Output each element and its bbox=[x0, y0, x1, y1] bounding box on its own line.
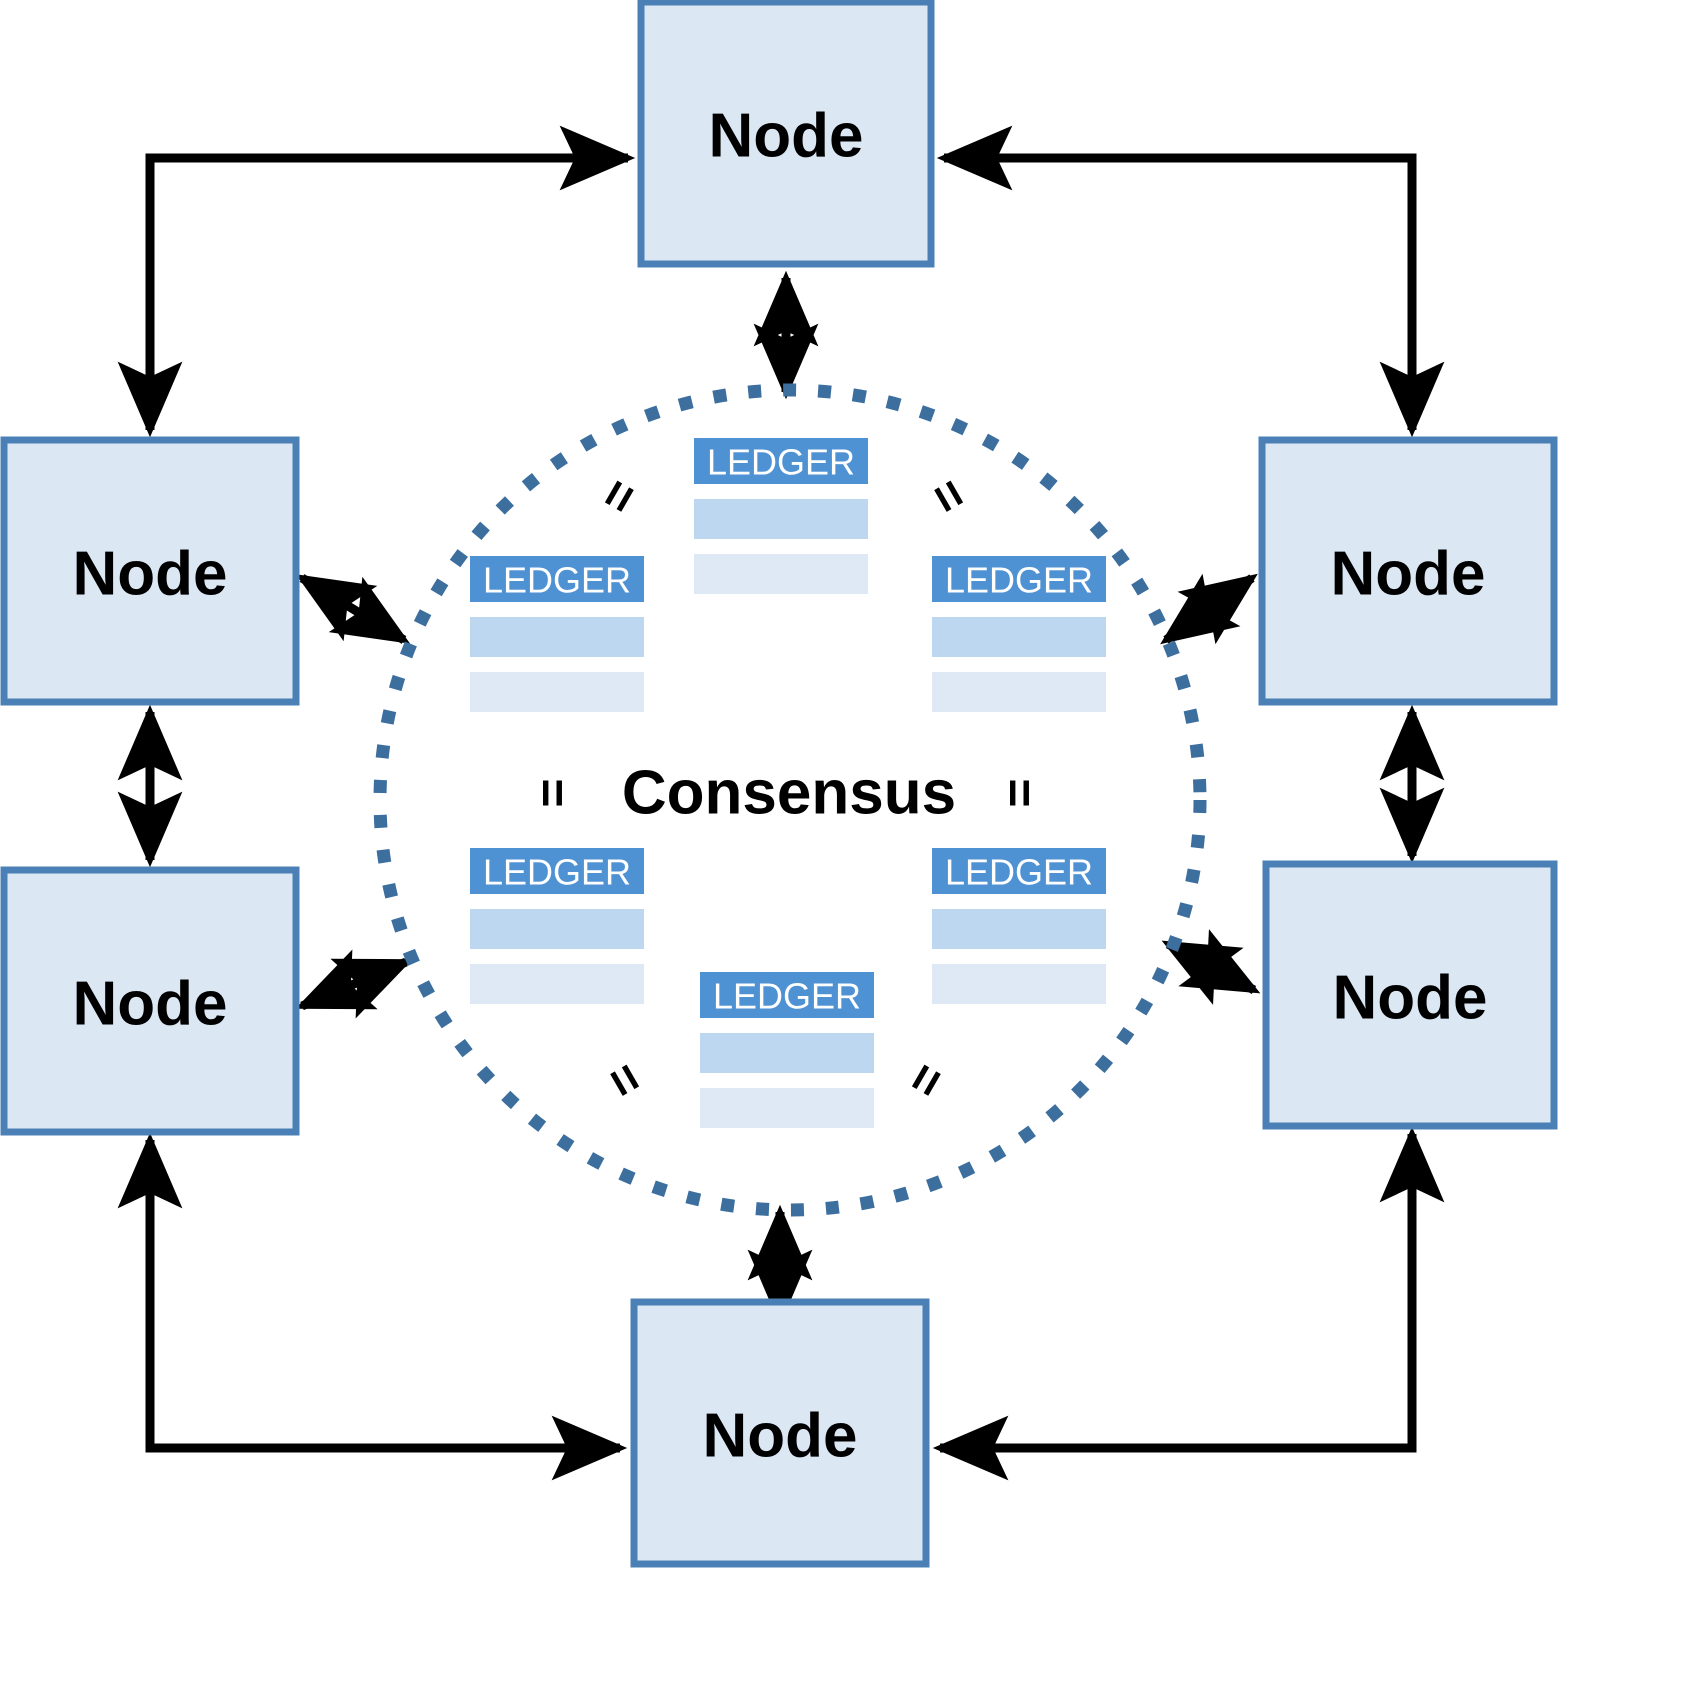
node-right-lower-label: Node bbox=[1333, 964, 1488, 1033]
conn-rightlower-to-bottom bbox=[932, 1126, 1445, 1481]
node-boxes: Node Node Node Node Node Node bbox=[0, 0, 1558, 1568]
conn-leftlower-to-bottom bbox=[117, 1132, 628, 1481]
conn-rightupper-to-top bbox=[936, 125, 1445, 438]
consensus-label: Consensus bbox=[622, 759, 956, 828]
ledger-row bbox=[470, 964, 644, 1004]
ledger-lower-left[interactable]: LEDGER bbox=[470, 848, 644, 1004]
ledger-row bbox=[700, 1033, 874, 1073]
ledger-row bbox=[694, 499, 868, 539]
equals-mid-right-icon: = bbox=[992, 778, 1048, 807]
equals-mid-left-icon: = bbox=[525, 778, 581, 807]
ledger-upper-right-label: LEDGER bbox=[945, 560, 1093, 601]
ledger-lower-right-label: LEDGER bbox=[945, 852, 1093, 893]
node-right-upper-label: Node bbox=[1331, 540, 1486, 609]
node-left-lower[interactable]: Node bbox=[0, 866, 300, 1136]
ledger-bottom-label: LEDGER bbox=[713, 976, 861, 1017]
ledger-row bbox=[470, 672, 644, 712]
node-left-upper[interactable]: Node bbox=[0, 436, 300, 706]
node-top-label: Node bbox=[709, 102, 864, 171]
consensus-connectors bbox=[295, 270, 1261, 1326]
ledger-row bbox=[932, 964, 1106, 1004]
node-bottom-label: Node bbox=[703, 1402, 858, 1471]
conn-consensus-left-upper bbox=[295, 574, 411, 644]
equals-bottom-right-icon: = bbox=[894, 1053, 957, 1106]
node-right-upper[interactable]: Node bbox=[1258, 436, 1558, 706]
ledger-row bbox=[932, 672, 1106, 712]
conn-consensus-right-upper bbox=[1160, 573, 1258, 645]
node-top[interactable]: Node bbox=[637, 0, 935, 268]
ledger-row bbox=[932, 617, 1106, 657]
ledger-lower-right[interactable]: LEDGER bbox=[932, 848, 1106, 1004]
conn-consensus-left-lower bbox=[295, 949, 413, 1019]
conn-leftupper-to-top bbox=[117, 125, 636, 438]
conn-consensus-right-lower bbox=[1161, 929, 1261, 1005]
ledger-row bbox=[694, 554, 868, 594]
ledger-row bbox=[700, 1088, 874, 1128]
consensus-circle bbox=[373, 383, 1207, 1217]
node-left-lower-label: Node bbox=[73, 970, 228, 1039]
ledger-bottom[interactable]: LEDGER bbox=[700, 972, 874, 1128]
ledger-upper-right[interactable]: LEDGER bbox=[932, 556, 1106, 712]
ledger-stacks: LEDGER LEDGER LEDGER LEDGER bbox=[470, 438, 1106, 1128]
node-right-lower[interactable]: Node bbox=[1262, 860, 1558, 1130]
equals-bottom-left-icon: = bbox=[593, 1053, 656, 1106]
equals-top-left-icon: = bbox=[587, 469, 650, 522]
ledger-upper-left[interactable]: LEDGER bbox=[470, 556, 644, 712]
ledger-row bbox=[470, 909, 644, 949]
ledger-upper-left-label: LEDGER bbox=[483, 560, 631, 601]
equals-top-right-icon: = bbox=[917, 469, 980, 522]
side-connectors bbox=[117, 704, 1445, 868]
ledger-top[interactable]: LEDGER bbox=[694, 438, 868, 594]
outer-connectors bbox=[117, 125, 1445, 1481]
ledger-lower-left-label: LEDGER bbox=[483, 852, 631, 893]
node-bottom[interactable]: Node bbox=[630, 1298, 930, 1568]
ledger-row bbox=[932, 909, 1106, 949]
node-left-upper-label: Node bbox=[73, 540, 228, 609]
consensus-label-group: Consensus bbox=[622, 759, 956, 828]
ledger-row bbox=[470, 617, 644, 657]
ledger-top-label: LEDGER bbox=[707, 442, 855, 483]
